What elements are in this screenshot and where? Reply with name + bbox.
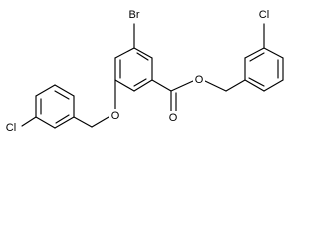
bond [204,80,227,92]
bond [170,80,194,92]
chlorine-left-label: Cl [6,122,16,134]
label-background [167,111,179,125]
bond [55,114,70,124]
bond [114,79,135,92]
label-background [2,121,20,135]
ether-oxygen-label: O [111,110,120,122]
chlorine-right-label: Cl [259,9,269,21]
bond [151,79,172,92]
bromine-label: Br [129,9,140,21]
chemical-structure: Br Cl O O O Cl [2,8,284,135]
bond [54,84,75,97]
atom-labels: Br Cl O O O Cl [2,8,273,135]
bond [263,79,284,92]
bond [136,52,149,61]
label-background [109,109,121,123]
bond [263,47,284,59]
bond [73,116,93,128]
bond [35,116,56,129]
ester-oxygen-label: O [195,74,204,86]
bond [35,84,56,97]
label-background [255,8,273,22]
bond [133,79,153,92]
bond [54,90,70,100]
bond [114,47,135,59]
bond [248,77,265,87]
bond [91,116,110,128]
bond [244,47,265,59]
carbonyl-oxygen-label: O [169,112,178,124]
bond [249,52,265,62]
bond [225,79,246,92]
bond [244,79,265,92]
label-background [124,8,144,22]
bond [21,116,37,127]
bond [54,116,75,129]
bond [133,78,147,87]
label-background [193,73,205,87]
bond [133,47,153,59]
bond-lines [21,23,284,129]
